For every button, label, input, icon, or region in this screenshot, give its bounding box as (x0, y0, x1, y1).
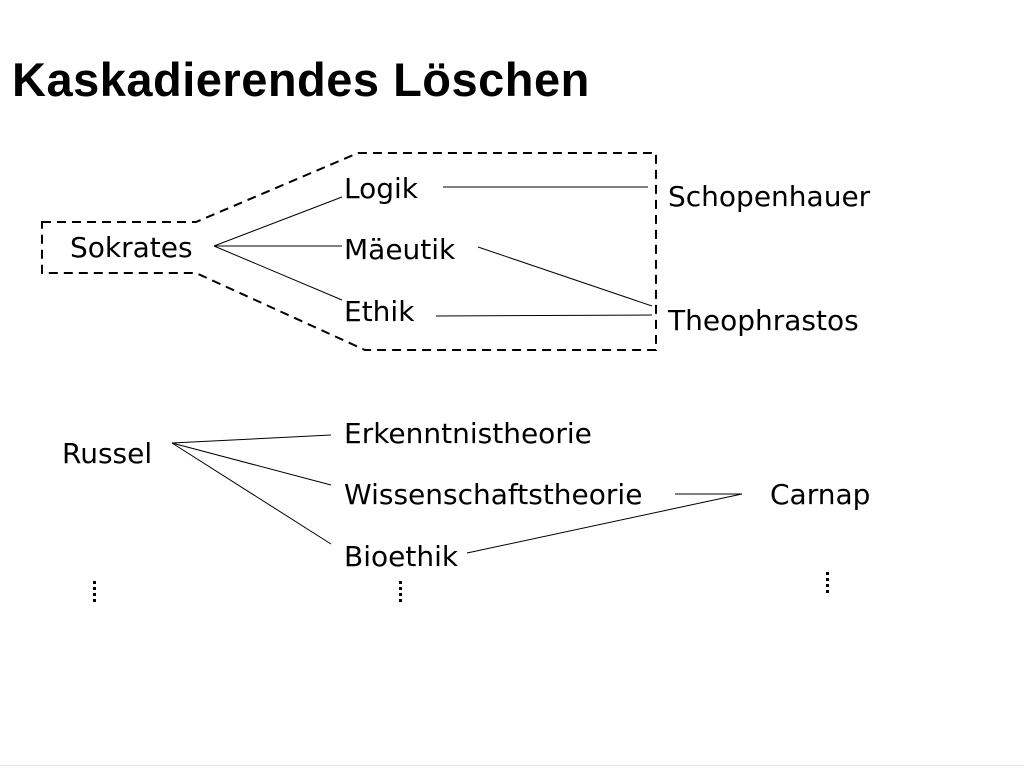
continuation-marker-persons (826, 572, 830, 596)
node-maeutik: Mäeutik (344, 233, 456, 266)
edge-sokrates-ethik (213, 245, 343, 301)
bottom-rule (0, 765, 1024, 766)
node-ethik: Ethik (344, 295, 415, 328)
edge-russel-wissenschaftstheorie (171, 442, 332, 486)
edge-russel-bioethik (171, 442, 332, 545)
node-theophrastos: Theophrastos (668, 304, 859, 337)
node-carnap: Carnap (770, 478, 871, 511)
cascade-deletion-region (41, 152, 657, 351)
edge-ethik-theophrastos (435, 314, 653, 317)
node-bioethik: Bioethik (344, 540, 459, 573)
edge-maeutik-theophrastos (477, 246, 653, 307)
node-wissenschaftstheorie: Wissenschaftstheorie (344, 478, 643, 511)
continuation-marker-topics (399, 581, 403, 605)
edge-russel-erkenntnistheorie (171, 434, 332, 444)
node-logik: Logik (344, 172, 419, 205)
node-schopenhauer: Schopenhauer (668, 180, 871, 213)
edge-sokrates-logik (213, 196, 343, 247)
node-erkenntnistheorie: Erkenntnistheorie (344, 417, 592, 450)
edge-bioethik-carnap (466, 493, 743, 554)
continuation-marker-roots (93, 581, 97, 605)
slide-title: Kaskadierendes Löschen (12, 53, 590, 106)
node-russel: Russel (62, 437, 153, 470)
node-sokrates: Sokrates (70, 231, 193, 264)
